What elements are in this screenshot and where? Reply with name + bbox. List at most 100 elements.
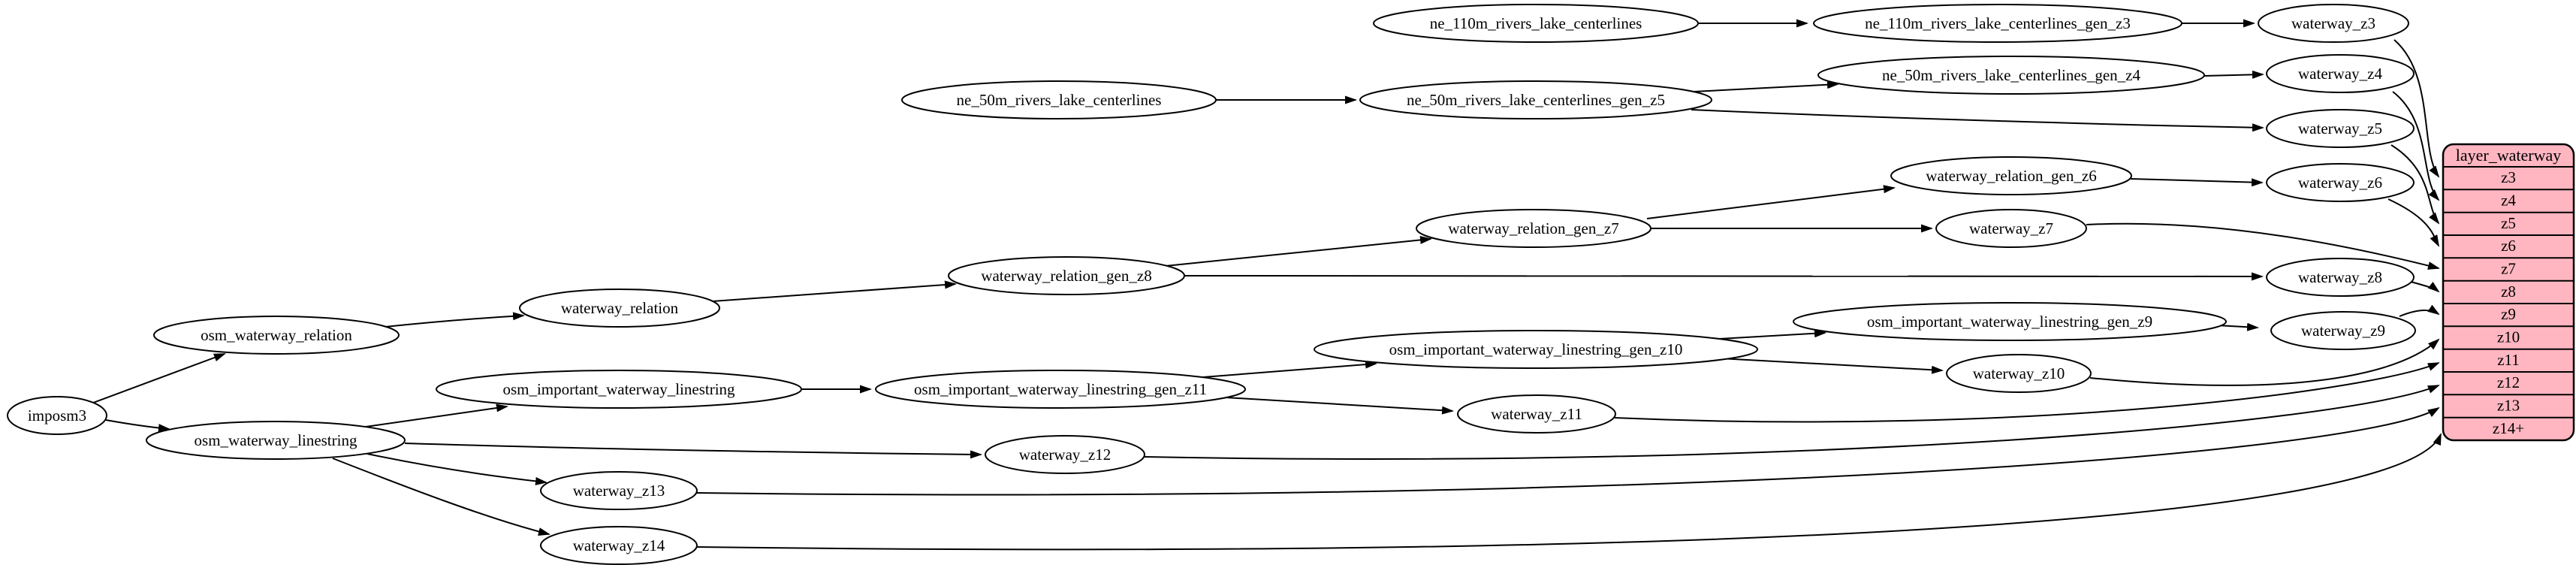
node-ellipse [985, 435, 1145, 474]
edge-gen_z9-to-waterway_z9 [2216, 322, 2259, 331]
node-label: ne_110m_rivers_lake_centerlines_gen_z3 [1865, 14, 2131, 32]
node-label: waterway_z6 [2298, 174, 2382, 192]
table-layer-waterway: layer_waterway z3 z4 z5 z6 z7 z8 z9 z10 … [2442, 143, 2575, 442]
edge-osm_waterway_linestring-to-waterway_z14 [332, 458, 550, 536]
node-osm_important_waterway_linestring: osm_important_waterway_linestring [436, 370, 802, 409]
node-ellipse [436, 370, 802, 409]
node-ellipse [1817, 56, 2205, 95]
node-label: osm_important_waterway_linestring_gen_z9 [1867, 313, 2152, 331]
edge-waterway_z11-to-row-z11 [1614, 362, 2440, 423]
node-label: osm_important_waterway_linestring [502, 380, 735, 398]
node-ellipse [1793, 302, 2227, 341]
edge-waterway_relation_gen_z6-to-waterway_z6 [2130, 178, 2264, 187]
node-ellipse [146, 421, 406, 460]
node-osm_important_waterway_linestring_gen_z10: osm_important_waterway_linestring_gen_z1… [1314, 330, 1758, 369]
table-body [2442, 143, 2575, 442]
node-waterway_z6: waterway_z6 [2266, 163, 2415, 202]
table-row-z7: z7 [2501, 260, 2516, 278]
node-ne_50m_rivers_lake_centerlines_gen_z4: ne_50m_rivers_lake_centerlines_gen_z4 [1817, 56, 2205, 95]
node-ellipse [2266, 258, 2415, 297]
node-ellipse [2266, 54, 2415, 93]
table-row-z11: z11 [2497, 351, 2520, 369]
node-ellipse [7, 396, 107, 435]
node-waterway_z10: waterway_z10 [1946, 354, 2092, 393]
node-ellipse [2266, 163, 2415, 202]
node-label: ne_50m_rivers_lake_centerlines_gen_z4 [1882, 66, 2141, 84]
edge-osm_waterway_relation-to-waterway_relation [385, 312, 525, 328]
node-waterway_relation_gen_z6: waterway_relation_gen_z6 [1890, 156, 2132, 195]
node-waterway_relation_gen_z8: waterway_relation_gen_z8 [948, 256, 1185, 295]
node-label: ne_110m_rivers_lake_centerlines [1430, 14, 1642, 32]
node-ne_110m_rivers_lake_centerlines: ne_110m_rivers_lake_centerlines [1373, 4, 1699, 43]
node-label: waterway_z7 [1969, 219, 2053, 237]
node-label: waterway_z14 [573, 536, 665, 554]
node-ne_50m_rivers_lake_centerlines_gen_z5: ne_50m_rivers_lake_centerlines_gen_z5 [1359, 80, 1712, 119]
node-waterway_relation_gen_z7: waterway_relation_gen_z7 [1416, 209, 1651, 248]
edges [92, 19, 2442, 551]
table-row-z13: z13 [2497, 397, 2520, 415]
edge-gen_z10-to-gen_z9 [1718, 329, 1826, 340]
node-label: osm_important_waterway_linestring_gen_z1… [1389, 340, 1683, 358]
node-waterway_z3: waterway_z3 [2258, 4, 2409, 43]
node-ellipse [948, 256, 1185, 295]
table-row-z10: z10 [2497, 328, 2520, 346]
node-imposm3: imposm3 [7, 396, 107, 435]
node-label: waterway_z8 [2298, 268, 2382, 286]
edge-waterway_z5-to-row-z5 [2390, 144, 2440, 225]
node-ne_50m_rivers_lake_centerlines: ne_50m_rivers_lake_centerlines [901, 80, 1217, 119]
node-ellipse [1890, 156, 2132, 195]
table-row-z4: z4 [2501, 192, 2516, 210]
node-osm_important_waterway_linestring_gen_z11: osm_important_waterway_linestring_gen_z1… [875, 370, 1246, 409]
node-label: waterway_relation [561, 299, 679, 317]
edge-osm_waterway_linestring-to-waterway_z13 [366, 453, 547, 485]
node-label: waterway_z3 [2291, 14, 2375, 32]
node-label: waterway_z10 [1973, 364, 2065, 382]
edge-gen_z11-to-gen_z10 [1202, 360, 1377, 378]
node-ne_110m_rivers_lake_centerlines_gen_z3: ne_110m_rivers_lake_centerlines_gen_z3 [1813, 4, 2182, 43]
node-ellipse [1935, 209, 2087, 248]
node-waterway_z5: waterway_z5 [2266, 109, 2415, 148]
table-title: layer_waterway [2456, 146, 2561, 165]
node-waterway_z8: waterway_z8 [2266, 258, 2415, 297]
node-label: waterway_z11 [1491, 405, 1582, 423]
node-label: osm_waterway_relation [201, 326, 352, 344]
table-row-z14plus: z14+ [2493, 419, 2524, 437]
edge-gen_z10-to-waterway_z10 [1719, 358, 1944, 374]
nodes: imposm3 osm_waterway_relation osm_waterw… [7, 4, 2416, 565]
node-ellipse [153, 316, 400, 355]
node-osm_waterway_relation: osm_waterway_relation [153, 316, 400, 355]
node-label: waterway_z12 [1019, 446, 1111, 464]
node-osm_important_waterway_linestring_gen_z9: osm_important_waterway_linestring_gen_z9 [1793, 302, 2227, 341]
node-ellipse [2266, 109, 2415, 148]
node-ellipse [875, 370, 1246, 409]
node-ellipse [2258, 4, 2409, 43]
node-ellipse [519, 289, 720, 328]
edge-imposm3-to-osm_waterway_linestring [105, 419, 170, 433]
table-row-z12: z12 [2497, 373, 2520, 391]
edge-waterway_z12-to-row-z12 [1143, 385, 2440, 460]
edge-waterway_z13-to-row-z13 [696, 406, 2440, 496]
edge-waterway_z3-to-row-z3 [2394, 39, 2440, 178]
edge-osm_waterway_linestring-to-waterway_z12 [404, 443, 982, 459]
node-waterway_z9: waterway_z9 [2270, 311, 2416, 350]
node-ellipse [2270, 311, 2416, 350]
node-waterway_z13: waterway_z13 [540, 471, 698, 510]
node-label: waterway_z13 [573, 482, 665, 500]
node-waterway_z11: waterway_z11 [1457, 394, 1616, 434]
node-waterway_z14: waterway_z14 [540, 526, 698, 565]
node-label: waterway_relation_gen_z6 [1926, 167, 2096, 185]
edge-ne_50m_gen_z4-to-waterway_z4 [2203, 70, 2264, 79]
edge-waterway_z8-to-row-z8 [2410, 281, 2440, 293]
edge-waterway_relation_gen_z7-to-waterway_relation_gen_z6 [1646, 185, 1896, 219]
node-label: ne_50m_rivers_lake_centerlines_gen_z5 [1407, 91, 1665, 109]
edge-gen_z11-to-waterway_z11 [1225, 397, 1454, 415]
edge-waterway_z14-to-row-z14plus [696, 433, 2442, 551]
node-label: osm_waterway_linestring [195, 431, 357, 449]
node-ellipse [1813, 4, 2182, 43]
node-label: waterway_z9 [2301, 322, 2385, 340]
edge-waterway_z10-to-row-z10 [2089, 338, 2440, 386]
table-row-z9: z9 [2501, 305, 2516, 323]
node-ellipse [901, 80, 1217, 119]
